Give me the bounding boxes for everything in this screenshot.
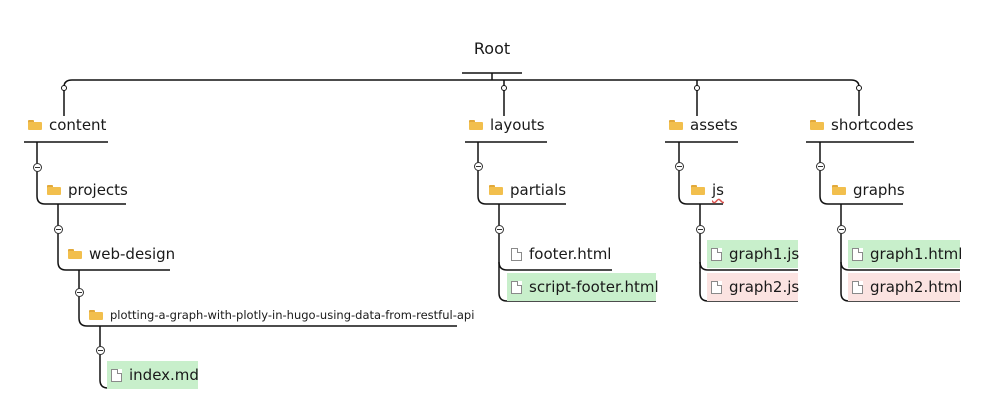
folder-icon bbox=[832, 185, 846, 195]
file-script-footer-html[interactable]: script-footer.html bbox=[507, 273, 659, 301]
root-node[interactable]: Root bbox=[462, 34, 522, 62]
folder-partials-label: partials bbox=[510, 181, 567, 199]
collapse-toggle-assets[interactable] bbox=[674, 161, 684, 171]
file-graph2-js[interactable]: graph2.js bbox=[707, 273, 800, 301]
file-graph2-html[interactable]: graph2.html bbox=[848, 273, 963, 301]
folder-post-label: plotting-a-graph-with-plotly-in-hugo-usi… bbox=[110, 308, 475, 322]
folder-icon bbox=[489, 185, 503, 195]
folder-js[interactable]: js bbox=[687, 176, 728, 204]
folder-icon bbox=[89, 310, 103, 320]
folder-icon bbox=[691, 185, 705, 195]
folder-graphs[interactable]: graphs bbox=[828, 176, 909, 204]
folder-icon bbox=[810, 120, 824, 130]
folder-icon bbox=[669, 120, 683, 130]
file-icon bbox=[511, 280, 522, 294]
folder-icon bbox=[68, 249, 82, 259]
collapse-toggle-projects[interactable] bbox=[53, 224, 63, 234]
folder-partials[interactable]: partials bbox=[485, 176, 570, 204]
folder-projects-label: projects bbox=[68, 181, 128, 199]
file-script-footer-html-label: script-footer.html bbox=[529, 278, 659, 296]
file-icon bbox=[852, 280, 863, 294]
folder-content[interactable]: content bbox=[24, 111, 110, 139]
folder-assets-label: assets bbox=[690, 116, 738, 134]
folder-assets[interactable]: assets bbox=[665, 111, 742, 139]
file-graph1-html-label: graph1.html bbox=[870, 245, 963, 263]
file-icon bbox=[511, 247, 522, 261]
file-graph1-js-label: graph1.js bbox=[729, 245, 800, 263]
folder-projects[interactable]: projects bbox=[43, 176, 132, 204]
file-graph2-html-label: graph2.html bbox=[870, 278, 963, 296]
file-index-md-label: index.md bbox=[129, 366, 199, 384]
file-footer-html-label: footer.html bbox=[529, 245, 612, 263]
file-icon bbox=[111, 368, 122, 382]
folder-icon bbox=[28, 120, 42, 130]
file-footer-html[interactable]: footer.html bbox=[507, 240, 615, 268]
file-icon bbox=[852, 247, 863, 261]
collapse-toggle-content[interactable] bbox=[32, 162, 42, 172]
file-graph1-html[interactable]: graph1.html bbox=[848, 240, 963, 268]
root-label: Root bbox=[473, 38, 511, 58]
folder-layouts-label: layouts bbox=[490, 116, 545, 134]
collapse-toggle-shortcodes[interactable] bbox=[815, 161, 825, 171]
collapse-toggle-partials[interactable] bbox=[494, 224, 504, 234]
folder-icon bbox=[47, 185, 61, 195]
folder-shortcodes-label: shortcodes bbox=[831, 116, 914, 134]
folder-content-label: content bbox=[49, 116, 107, 134]
file-graph2-js-label: graph2.js bbox=[729, 278, 800, 296]
collapse-toggle-post[interactable] bbox=[95, 345, 105, 355]
file-icon bbox=[711, 280, 722, 294]
folder-web-design[interactable]: web-design bbox=[64, 240, 179, 268]
folder-layouts[interactable]: layouts bbox=[465, 111, 549, 139]
folder-graphs-label: graphs bbox=[853, 181, 905, 199]
folder-shortcodes[interactable]: shortcodes bbox=[806, 111, 918, 139]
collapse-toggle-web-design[interactable] bbox=[74, 287, 84, 297]
folder-js-label: js bbox=[712, 181, 724, 199]
file-index-md[interactable]: index.md bbox=[107, 361, 199, 389]
collapse-toggle-graphs[interactable] bbox=[836, 224, 846, 234]
file-graph1-js[interactable]: graph1.js bbox=[707, 240, 800, 268]
file-icon bbox=[711, 247, 722, 261]
folder-icon bbox=[469, 120, 483, 130]
collapse-toggle-layouts[interactable] bbox=[473, 161, 483, 171]
folder-post[interactable]: plotting-a-graph-with-plotly-in-hugo-usi… bbox=[85, 304, 478, 326]
folder-web-design-label: web-design bbox=[89, 245, 176, 263]
collapse-toggle-js[interactable] bbox=[695, 224, 705, 234]
